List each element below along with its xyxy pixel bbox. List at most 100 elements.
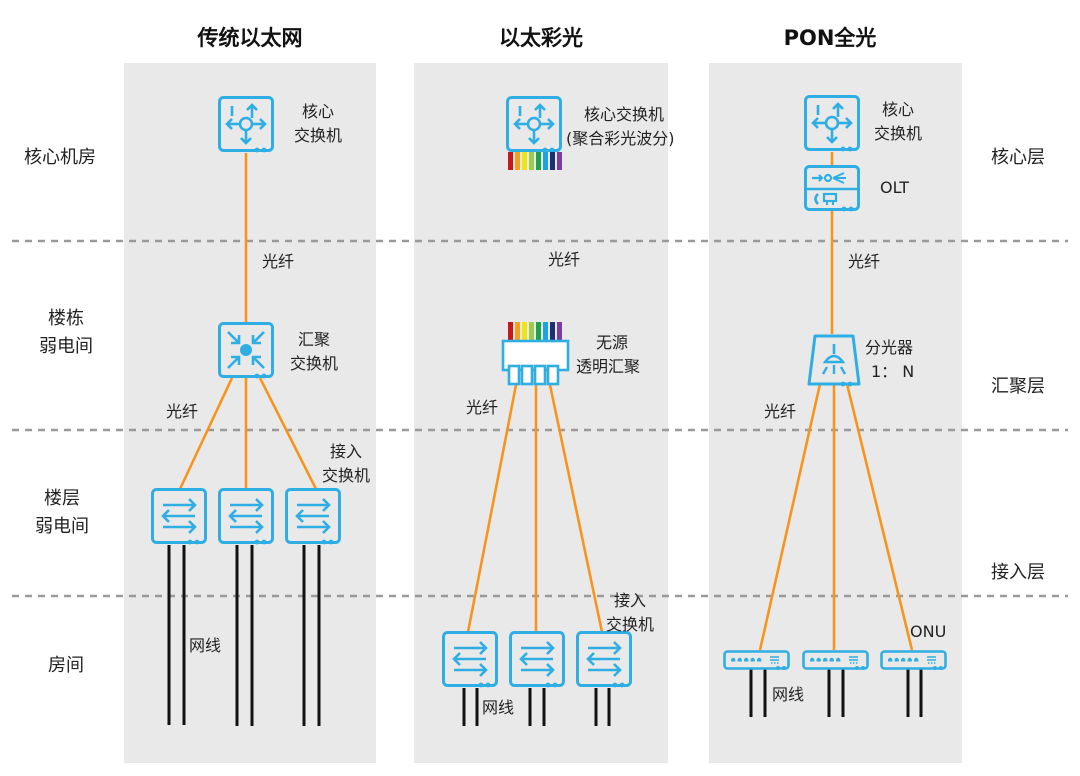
ethernet-cables [167, 545, 321, 726]
wavelength-bar-passive-2 [515, 322, 520, 341]
splitter-icon[interactable] [807, 334, 861, 388]
ethernet-links [167, 153, 321, 726]
color-light-fiber-label-1: 光纤 [548, 250, 581, 269]
color-light-access-label-line1: 接入 [613, 591, 646, 610]
wavelength-bar-core-8 [557, 152, 562, 170]
column-panel-ethernet [124, 63, 376, 763]
color-light-core-switch-icon[interactable] [506, 96, 562, 154]
layer-dividers [12, 239, 1068, 598]
wavelength-bar-core-4 [529, 152, 534, 170]
left-label-core-room: 核心机房 [8, 144, 112, 172]
fiber-agg-to-access-1 [178, 377, 234, 490]
left-label-room: 房间 [14, 652, 118, 680]
right-label-access-layer: 接入层 [966, 559, 1070, 587]
color-light-passive-label-line1: 无源 [596, 333, 629, 352]
pon-cable-label: 网线 [772, 685, 805, 704]
ethernet-fiber-label-1: 光纤 [262, 252, 295, 271]
left-label-core-room-text: 核心机房 [24, 147, 96, 168]
ethernet-cable-label: 网线 [189, 636, 222, 655]
right-label-agg-text: 汇聚层 [991, 376, 1045, 397]
pon-fiber-label-2: 光纤 [764, 402, 797, 421]
left-label-room-text: 房间 [48, 655, 84, 676]
ethernet-core-label: 核心 交换机 [286, 100, 350, 148]
ethernet-agg-label-line1: 汇聚 [297, 330, 330, 349]
column-title-pon: PON全光 [783, 26, 877, 50]
color-light-core-label-line2: (聚合彩光波分) [566, 129, 675, 148]
color-light-access-switch-icon-3[interactable] [576, 631, 632, 689]
ethernet-access-label: 接入 交换机 [314, 440, 378, 488]
color-light-access-label: 接入 交换机 [598, 589, 662, 637]
ethernet-agg-label: 汇聚 交换机 [282, 328, 346, 376]
ethernet-fiber-label-2: 光纤 [166, 402, 199, 421]
ethernet-access-label-line1: 接入 [329, 442, 362, 461]
splitter-label-line1: 分光器 [865, 338, 914, 357]
color-light-core-label: 核心交换机 (聚合彩光波分) [566, 103, 675, 151]
ethernet-access-switch-icon-2[interactable] [218, 488, 274, 546]
ethernet-core-label-line1: 核心 [301, 102, 334, 121]
left-label-building-line2: 弱电间 [39, 336, 93, 357]
fiber-splitter-to-onu-3 [845, 383, 914, 651]
color-light-cable-label: 网线 [482, 698, 515, 717]
fiber-splitter-to-onu-1 [758, 383, 822, 651]
wavelength-bar-passive-7 [550, 322, 555, 341]
color-light-passive-label: 无源 透明汇聚 [576, 331, 640, 379]
color-light-access-switch-icon-2[interactable] [509, 631, 565, 689]
wavelength-bar-core-6 [543, 152, 548, 170]
right-label-agg-layer: 汇聚层 [966, 373, 1070, 401]
olt-icon[interactable] [804, 165, 860, 213]
pon-fiber-label-1: 光纤 [848, 252, 881, 271]
left-label-building-room: 楼栋 弱电间 [14, 305, 118, 361]
color-light-links [462, 170, 611, 726]
color-light-fiber-label-2: 光纤 [466, 398, 499, 417]
ethernet-access-switch-icon-3[interactable] [285, 488, 341, 546]
ethernet-access-switch-icon-1[interactable] [151, 488, 207, 546]
wavelength-bar-core-1 [508, 152, 513, 170]
column-title-ethernet: 传统以太网 [197, 26, 303, 50]
color-light-access-label-line2: 交换机 [605, 615, 654, 634]
color-light-access-switch-icon-1[interactable] [442, 631, 498, 689]
wavelength-bar-core-7 [550, 152, 555, 170]
wavelength-bar-passive-3 [522, 322, 527, 341]
fiber-passive-to-access-3 [548, 384, 604, 633]
onu-icon-1[interactable] [723, 650, 790, 672]
wavelength-bar-core-2 [515, 152, 520, 170]
left-label-floor-line2: 弱电间 [35, 516, 89, 537]
color-light-core-label-line1: 核心交换机 [584, 105, 665, 124]
pon-core-label-line2: 交换机 [873, 124, 922, 143]
wavelength-bar-passive-6 [543, 322, 548, 341]
ethernet-agg-label-line2: 交换机 [289, 354, 338, 373]
splitter-label-ratio: 1： N [871, 362, 915, 381]
wavelength-bar-passive-8 [557, 322, 562, 341]
fiber-passive-to-access-1 [466, 384, 518, 633]
wavelength-bars-passive [508, 322, 562, 341]
pon-core-switch-icon[interactable] [804, 95, 860, 153]
splitter-label: 分光器 1： N [865, 336, 914, 384]
onu-icon-3[interactable] [880, 650, 947, 672]
right-label-access-text: 接入层 [991, 562, 1045, 583]
ethernet-core-label-line2: 交换机 [293, 126, 342, 145]
ethernet-core-switch-icon[interactable] [218, 96, 274, 154]
passive-mux-icon[interactable] [501, 339, 570, 386]
pon-core-label-line1: 核心 [881, 100, 914, 119]
fiber-agg-to-access-3 [258, 377, 318, 490]
wavelength-bar-passive-1 [508, 322, 513, 341]
left-label-floor-line1: 楼层 [44, 488, 80, 509]
left-label-floor-room: 楼层 弱电间 [10, 485, 114, 541]
ethernet-access-label-line2: 交换机 [321, 466, 370, 485]
color-light-passive-label-line2: 透明汇聚 [576, 357, 641, 376]
wavelength-bars-core [508, 152, 562, 170]
column-panel-color-light [414, 63, 668, 763]
color-light-cables [462, 688, 611, 726]
column-title-color-light: 以太彩光 [499, 26, 583, 50]
right-label-core-text: 核心层 [991, 147, 1045, 168]
pon-core-label: 核心 交换机 [866, 98, 930, 146]
right-label-core-layer: 核心层 [966, 144, 1070, 172]
onu-icon-2[interactable] [802, 650, 869, 672]
ethernet-aggregation-switch-icon[interactable] [218, 322, 274, 380]
wavelength-bar-core-3 [522, 152, 527, 170]
wavelength-bar-passive-4 [529, 322, 534, 341]
olt-label: OLT [880, 178, 910, 197]
left-label-building-line1: 楼栋 [48, 308, 84, 329]
pon-links [749, 152, 923, 717]
